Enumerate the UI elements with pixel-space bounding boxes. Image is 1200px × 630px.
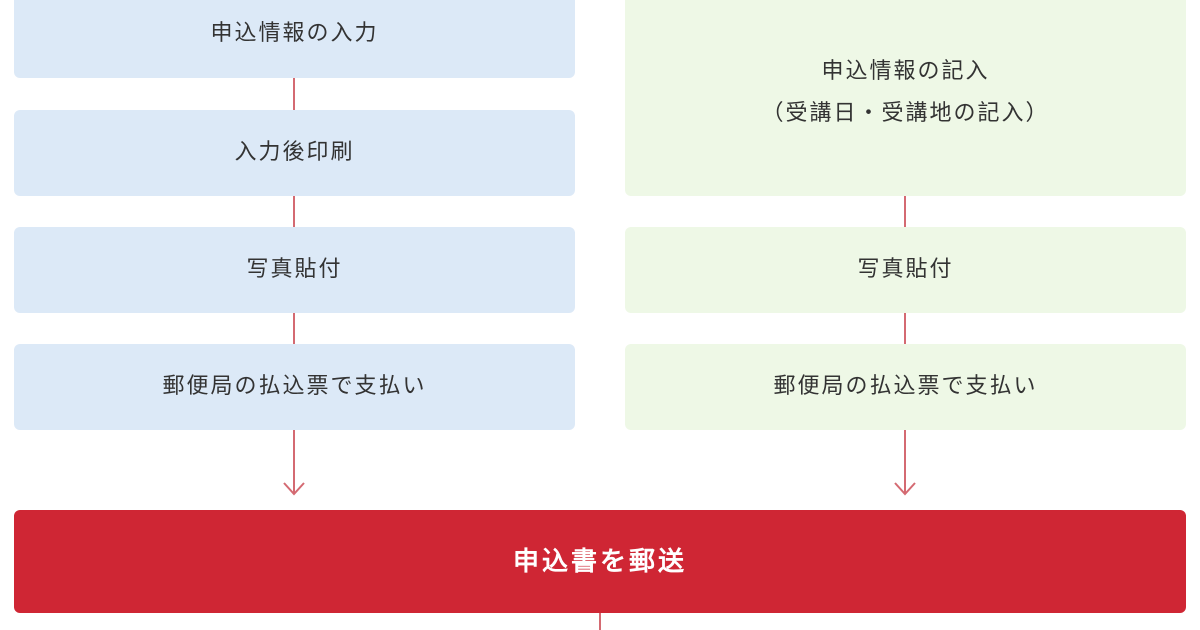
left-step-payment-label: 郵便局の払込票で支払い xyxy=(162,374,427,399)
right-step-payment-label: 郵便局の払込票で支払い xyxy=(773,374,1038,399)
left-down-arrow xyxy=(283,430,305,496)
left-connector-1 xyxy=(293,78,295,110)
right-step-fill-info: 申込情報の記入 （受講日・受講地の記入） xyxy=(625,0,1186,196)
right-step-fill-info-line2: （受講日・受講地の記入） xyxy=(761,101,1050,126)
final-step-mail-application: 申込書を郵送 xyxy=(14,510,1186,613)
left-step-print-label: 入力後印刷 xyxy=(234,140,355,165)
right-step-fill-info-line1: 申込情報の記入 xyxy=(821,59,990,84)
right-connector-2 xyxy=(904,313,906,344)
left-step-input-info: 申込情報の入力 xyxy=(14,0,575,78)
right-down-arrow xyxy=(894,430,916,496)
left-step-print: 入力後印刷 xyxy=(14,110,575,196)
right-connector-1 xyxy=(904,196,906,227)
left-connector-3 xyxy=(293,313,295,344)
right-step-photo-label: 写真貼付 xyxy=(857,257,954,282)
right-step-payment: 郵便局の払込票で支払い xyxy=(625,344,1186,430)
left-step-photo: 写真貼付 xyxy=(14,227,575,313)
left-step-input-info-label: 申込情報の入力 xyxy=(210,21,379,46)
bottom-connector xyxy=(599,613,601,630)
left-connector-2 xyxy=(293,196,295,227)
final-step-mail-application-label: 申込書を郵送 xyxy=(512,546,687,577)
left-step-payment: 郵便局の払込票で支払い xyxy=(14,344,575,430)
left-step-photo-label: 写真貼付 xyxy=(246,257,343,282)
right-step-photo: 写真貼付 xyxy=(625,227,1186,313)
